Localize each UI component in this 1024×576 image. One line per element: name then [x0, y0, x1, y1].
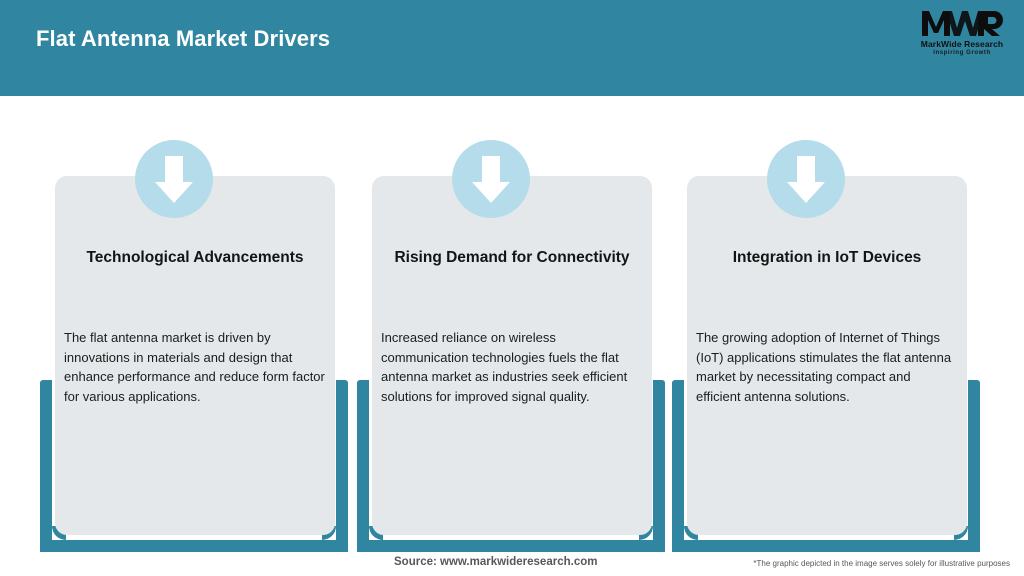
down-arrow-icon	[767, 140, 845, 218]
driver-body-1: The flat antenna market is driven by inn…	[64, 330, 325, 404]
mwr-monogram-icon	[920, 8, 1004, 38]
logo-name: MarkWide Research	[920, 39, 1004, 49]
markwide-research-logo: MarkWide Research Inspiring Growth	[914, 8, 1010, 60]
driver-card-3: Integration in IoT Devices The growing a…	[672, 140, 980, 555]
driver-card-1: Technological Advancements The flat ante…	[40, 140, 348, 555]
driver-heading-1: Technological Advancements	[86, 249, 304, 266]
source-note: Source: www.markwideresearch.com	[394, 556, 598, 568]
driver-card-2: Rising Demand for Connectivity Increased…	[357, 140, 665, 555]
driver-heading-3: Integration in IoT Devices	[732, 249, 922, 266]
driver-body-3: The growing adoption of Internet of Thin…	[696, 330, 952, 404]
driver-body-2: Increased reliance on wireless communica…	[381, 330, 628, 404]
disclaimer-note: *The graphic depicted in the image serve…	[753, 559, 1010, 568]
frame-bar-bottom	[672, 540, 980, 552]
frame-bar-left	[357, 380, 369, 552]
driver-frame-1	[40, 380, 348, 552]
page-title: Flat Antenna Market Drivers	[36, 26, 331, 51]
frame-bar-bottom	[357, 540, 665, 552]
frame-bar-right	[336, 380, 348, 552]
frame-bar-left	[40, 380, 52, 552]
driver-card-surface-3: Integration in IoT Devices The growing a…	[687, 176, 967, 535]
driver-card-surface-2: Rising Demand for Connectivity Increased…	[372, 176, 652, 535]
down-arrow-icon	[452, 140, 530, 218]
frame-bar-left	[672, 380, 684, 552]
driver-frame-2	[357, 380, 665, 552]
down-arrow-icon	[135, 140, 213, 218]
frame-bar-right	[968, 380, 980, 552]
frame-bar-right	[653, 380, 665, 552]
logo-tagline: Inspiring Growth	[933, 50, 991, 56]
driver-card-surface-1: Technological Advancements The flat ante…	[55, 176, 335, 535]
driver-heading-2: Rising Demand for Connectivity	[394, 249, 630, 266]
frame-bar-bottom	[40, 540, 348, 552]
header-bar: Flat Antenna Market Drivers MarkWide Res…	[0, 0, 1024, 96]
